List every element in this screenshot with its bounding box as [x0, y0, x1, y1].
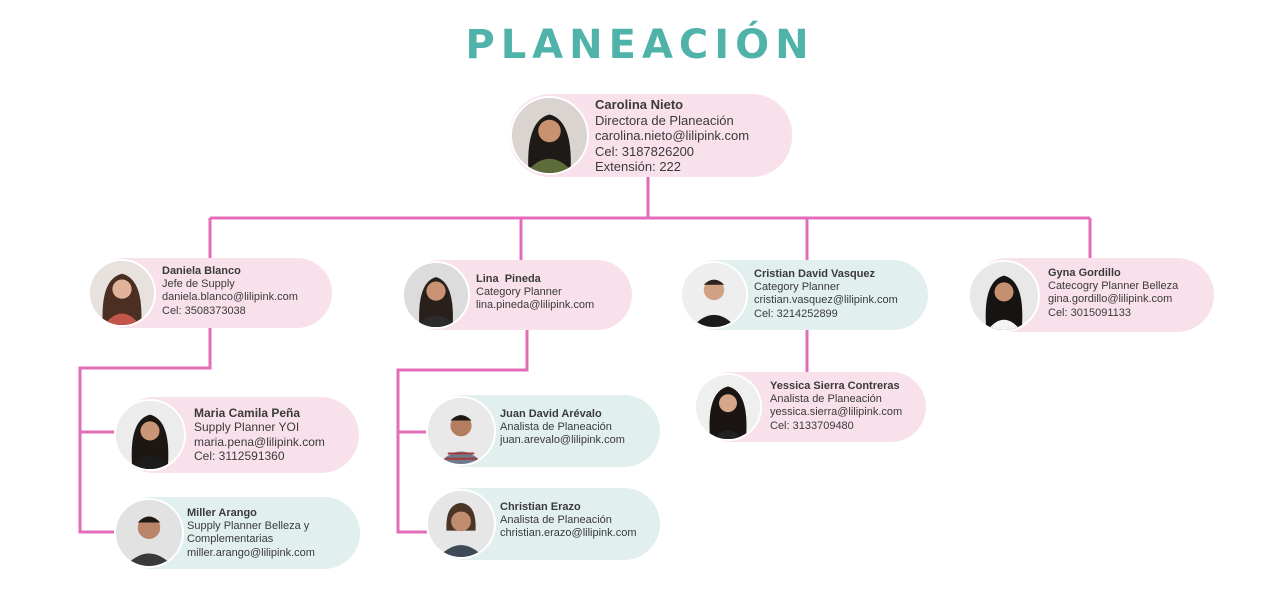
- person-role: Analista de Planeación: [500, 421, 612, 434]
- person-email[interactable]: juan.arevalo@lilipink.com: [500, 434, 625, 447]
- person-photo-icon: [696, 375, 760, 439]
- person-email[interactable]: lina.pineda@lilipink.com: [476, 299, 595, 312]
- person-name: Daniela Blanco: [162, 265, 241, 277]
- person-role: Directora de Planeación: [595, 112, 734, 128]
- avatar: [402, 261, 470, 329]
- person-phone: Cel: 3015091133: [1048, 306, 1131, 319]
- person-phone: Cel: 3214252899: [754, 307, 838, 320]
- avatar: [88, 259, 156, 327]
- card-gyna-gordillo: Gyna Gordillo Catecogry Planner Belleza …: [968, 258, 1214, 332]
- person-name: Lina Pineda: [476, 273, 541, 285]
- person-photo-icon: [428, 398, 494, 464]
- avatar: [510, 96, 589, 175]
- person-photo-icon: [90, 261, 154, 325]
- card-cristian-vasquez: Cristian David Vasquez Category Planner …: [680, 260, 928, 330]
- person-photo-icon: [428, 491, 494, 557]
- person-photo-icon: [404, 263, 468, 327]
- person-name: Juan David Arévalo: [500, 408, 602, 420]
- person-role: Supply Planner Belleza y: [187, 520, 310, 533]
- person-name: Yessica Sierra Contreras: [770, 380, 900, 392]
- person-role: Analista de Planeación: [500, 514, 612, 527]
- page-title: PLANEACIÓN: [465, 22, 815, 68]
- card-miller-arango: Miller Arango Supply Planner Belleza y C…: [114, 497, 360, 569]
- person-name: Cristian David Vasquez: [754, 268, 876, 280]
- person-photo-icon: [116, 401, 184, 469]
- connector-daniela-team: [78, 328, 212, 534]
- person-role: Category Planner: [476, 286, 562, 299]
- avatar: [968, 260, 1040, 332]
- avatar: [114, 498, 184, 568]
- person-phone: Cel: 3133709480: [770, 419, 854, 432]
- avatar: [426, 489, 496, 559]
- card-carolina-nieto: Carolina Nieto Directora de Planeación c…: [510, 94, 792, 177]
- person-email[interactable]: miller.arango@lilipink.com: [187, 546, 315, 559]
- person-name: Maria Camila Peña: [194, 406, 301, 420]
- person-email[interactable]: daniela.blanco@lilipink.com: [162, 291, 298, 304]
- person-role: Jefe de Supply: [162, 278, 235, 291]
- person-role: Analista de Planeación: [770, 393, 882, 406]
- person-name: Carolina Nieto: [595, 97, 684, 112]
- avatar: [114, 399, 186, 471]
- person-email[interactable]: gina.gordillo@lilipink.com: [1048, 293, 1173, 306]
- avatar: [426, 396, 496, 466]
- person-email[interactable]: maria.pena@lilipink.com: [194, 434, 325, 449]
- person-name: Christian Erazo: [500, 501, 581, 513]
- person-name: Gyna Gordillo: [1048, 267, 1121, 279]
- person-photo-icon: [970, 262, 1038, 330]
- person-role: Supply Planner YOI: [194, 420, 300, 435]
- card-christian-erazo: Christian Erazo Analista de Planeación c…: [426, 488, 660, 560]
- person-role-continued: Complementarias: [187, 533, 274, 546]
- person-photo-icon: [512, 98, 587, 173]
- person-email[interactable]: cristian.vasquez@lilipink.com: [754, 294, 898, 307]
- person-email[interactable]: yessica.sierra@lilipink.com: [770, 406, 903, 419]
- card-juan-arevalo: Juan David Arévalo Analista de Planeació…: [426, 395, 660, 467]
- person-email[interactable]: carolina.nieto@lilipink.com: [595, 128, 750, 144]
- person-photo-icon: [682, 263, 746, 327]
- person-phone: Cel: 3187826200: [595, 143, 695, 159]
- person-phone: Cel: 3508373038: [162, 304, 246, 317]
- avatar: [694, 373, 762, 441]
- person-name: Miller Arango: [187, 507, 257, 519]
- card-maria-pena: Maria Camila Peña Supply Planner YOI mar…: [114, 397, 359, 473]
- person-extension: Extensión: 222: [595, 159, 682, 175]
- card-lina-pineda: Lina Pineda Category Planner lina.pineda…: [402, 260, 632, 330]
- connector-lina-team: [396, 330, 529, 534]
- person-role: Category Planner: [754, 281, 840, 294]
- avatar: [680, 261, 748, 329]
- person-phone: Cel: 3112591360: [194, 449, 285, 464]
- person-photo-icon: [116, 500, 182, 566]
- card-yessica-sierra: Yessica Sierra Contreras Analista de Pla…: [694, 372, 926, 442]
- card-daniela-blanco: Daniela Blanco Jefe de Supply daniela.bl…: [88, 258, 332, 328]
- person-email[interactable]: christian.erazo@lilipink.com: [500, 527, 637, 540]
- person-role: Catecogry Planner Belleza: [1048, 280, 1179, 293]
